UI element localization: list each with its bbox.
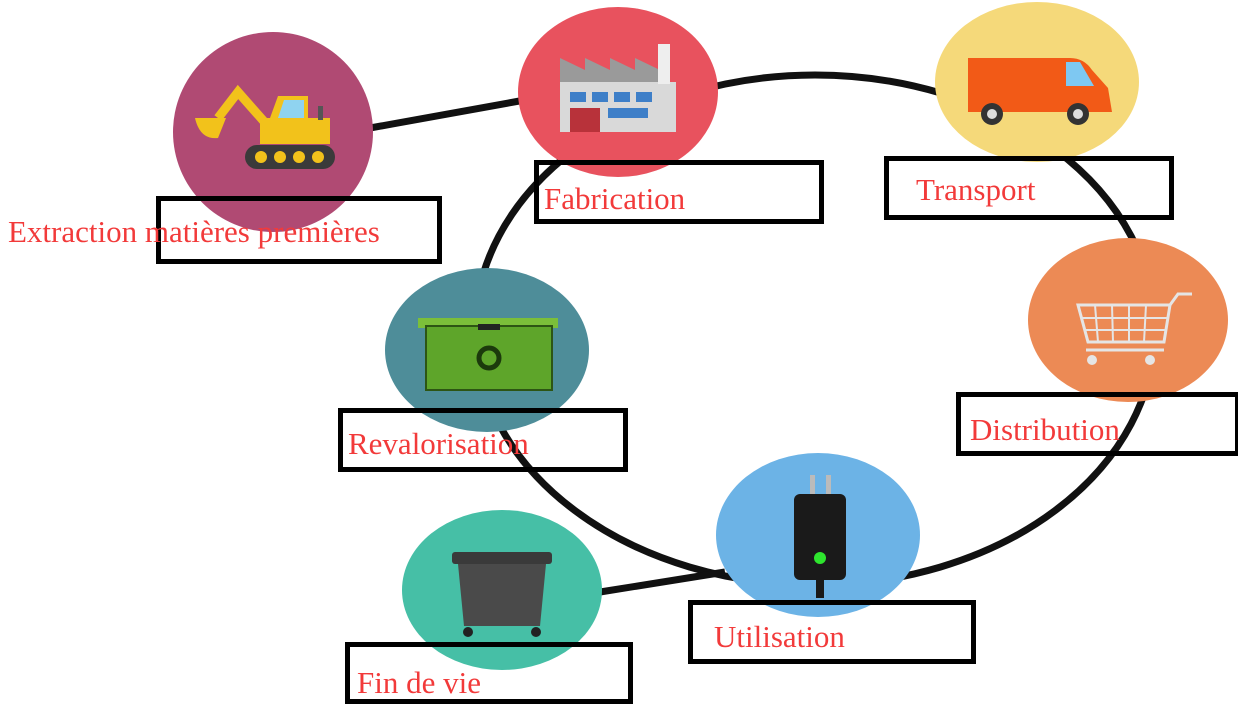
fin-de-vie-node	[402, 510, 602, 670]
fabrication-label: Fabrication	[544, 181, 686, 216]
distribution-label: Distribution	[970, 412, 1120, 447]
fin-de-vie-label-box	[345, 642, 633, 704]
trash-bin-icon	[452, 552, 552, 637]
recycling-bin-icon	[418, 318, 558, 391]
delivery-van-icon	[968, 58, 1112, 125]
extraction-label: Extraction matières premières	[8, 214, 380, 249]
charger-plug-icon	[794, 475, 846, 598]
connector-fin-de-vie-utilisation	[599, 568, 726, 596]
connector-extraction-fabrication	[369, 96, 526, 132]
transport-node	[935, 2, 1139, 162]
utilisation-label: Utilisation	[714, 619, 845, 654]
revalorisation-node	[385, 268, 589, 432]
fabrication-node	[518, 7, 718, 177]
distribution-label-box	[956, 392, 1238, 456]
fin-de-vie-label: Fin de vie	[357, 665, 481, 700]
factory-icon	[560, 38, 676, 132]
transport-label: Transport	[916, 172, 1036, 207]
fabrication-label-box	[534, 160, 824, 224]
distribution-node	[1028, 238, 1228, 402]
shopping-cart-icon	[1076, 292, 1192, 365]
utilisation-node	[716, 453, 920, 617]
extraction-label-box	[156, 196, 442, 264]
transport-label-box	[884, 156, 1174, 220]
extraction-node	[173, 32, 373, 232]
revalorisation-label: Revalorisation	[348, 426, 529, 461]
utilisation-label-box	[688, 600, 976, 664]
revalorisation-label-box	[338, 408, 628, 472]
excavator-icon	[195, 84, 335, 169]
